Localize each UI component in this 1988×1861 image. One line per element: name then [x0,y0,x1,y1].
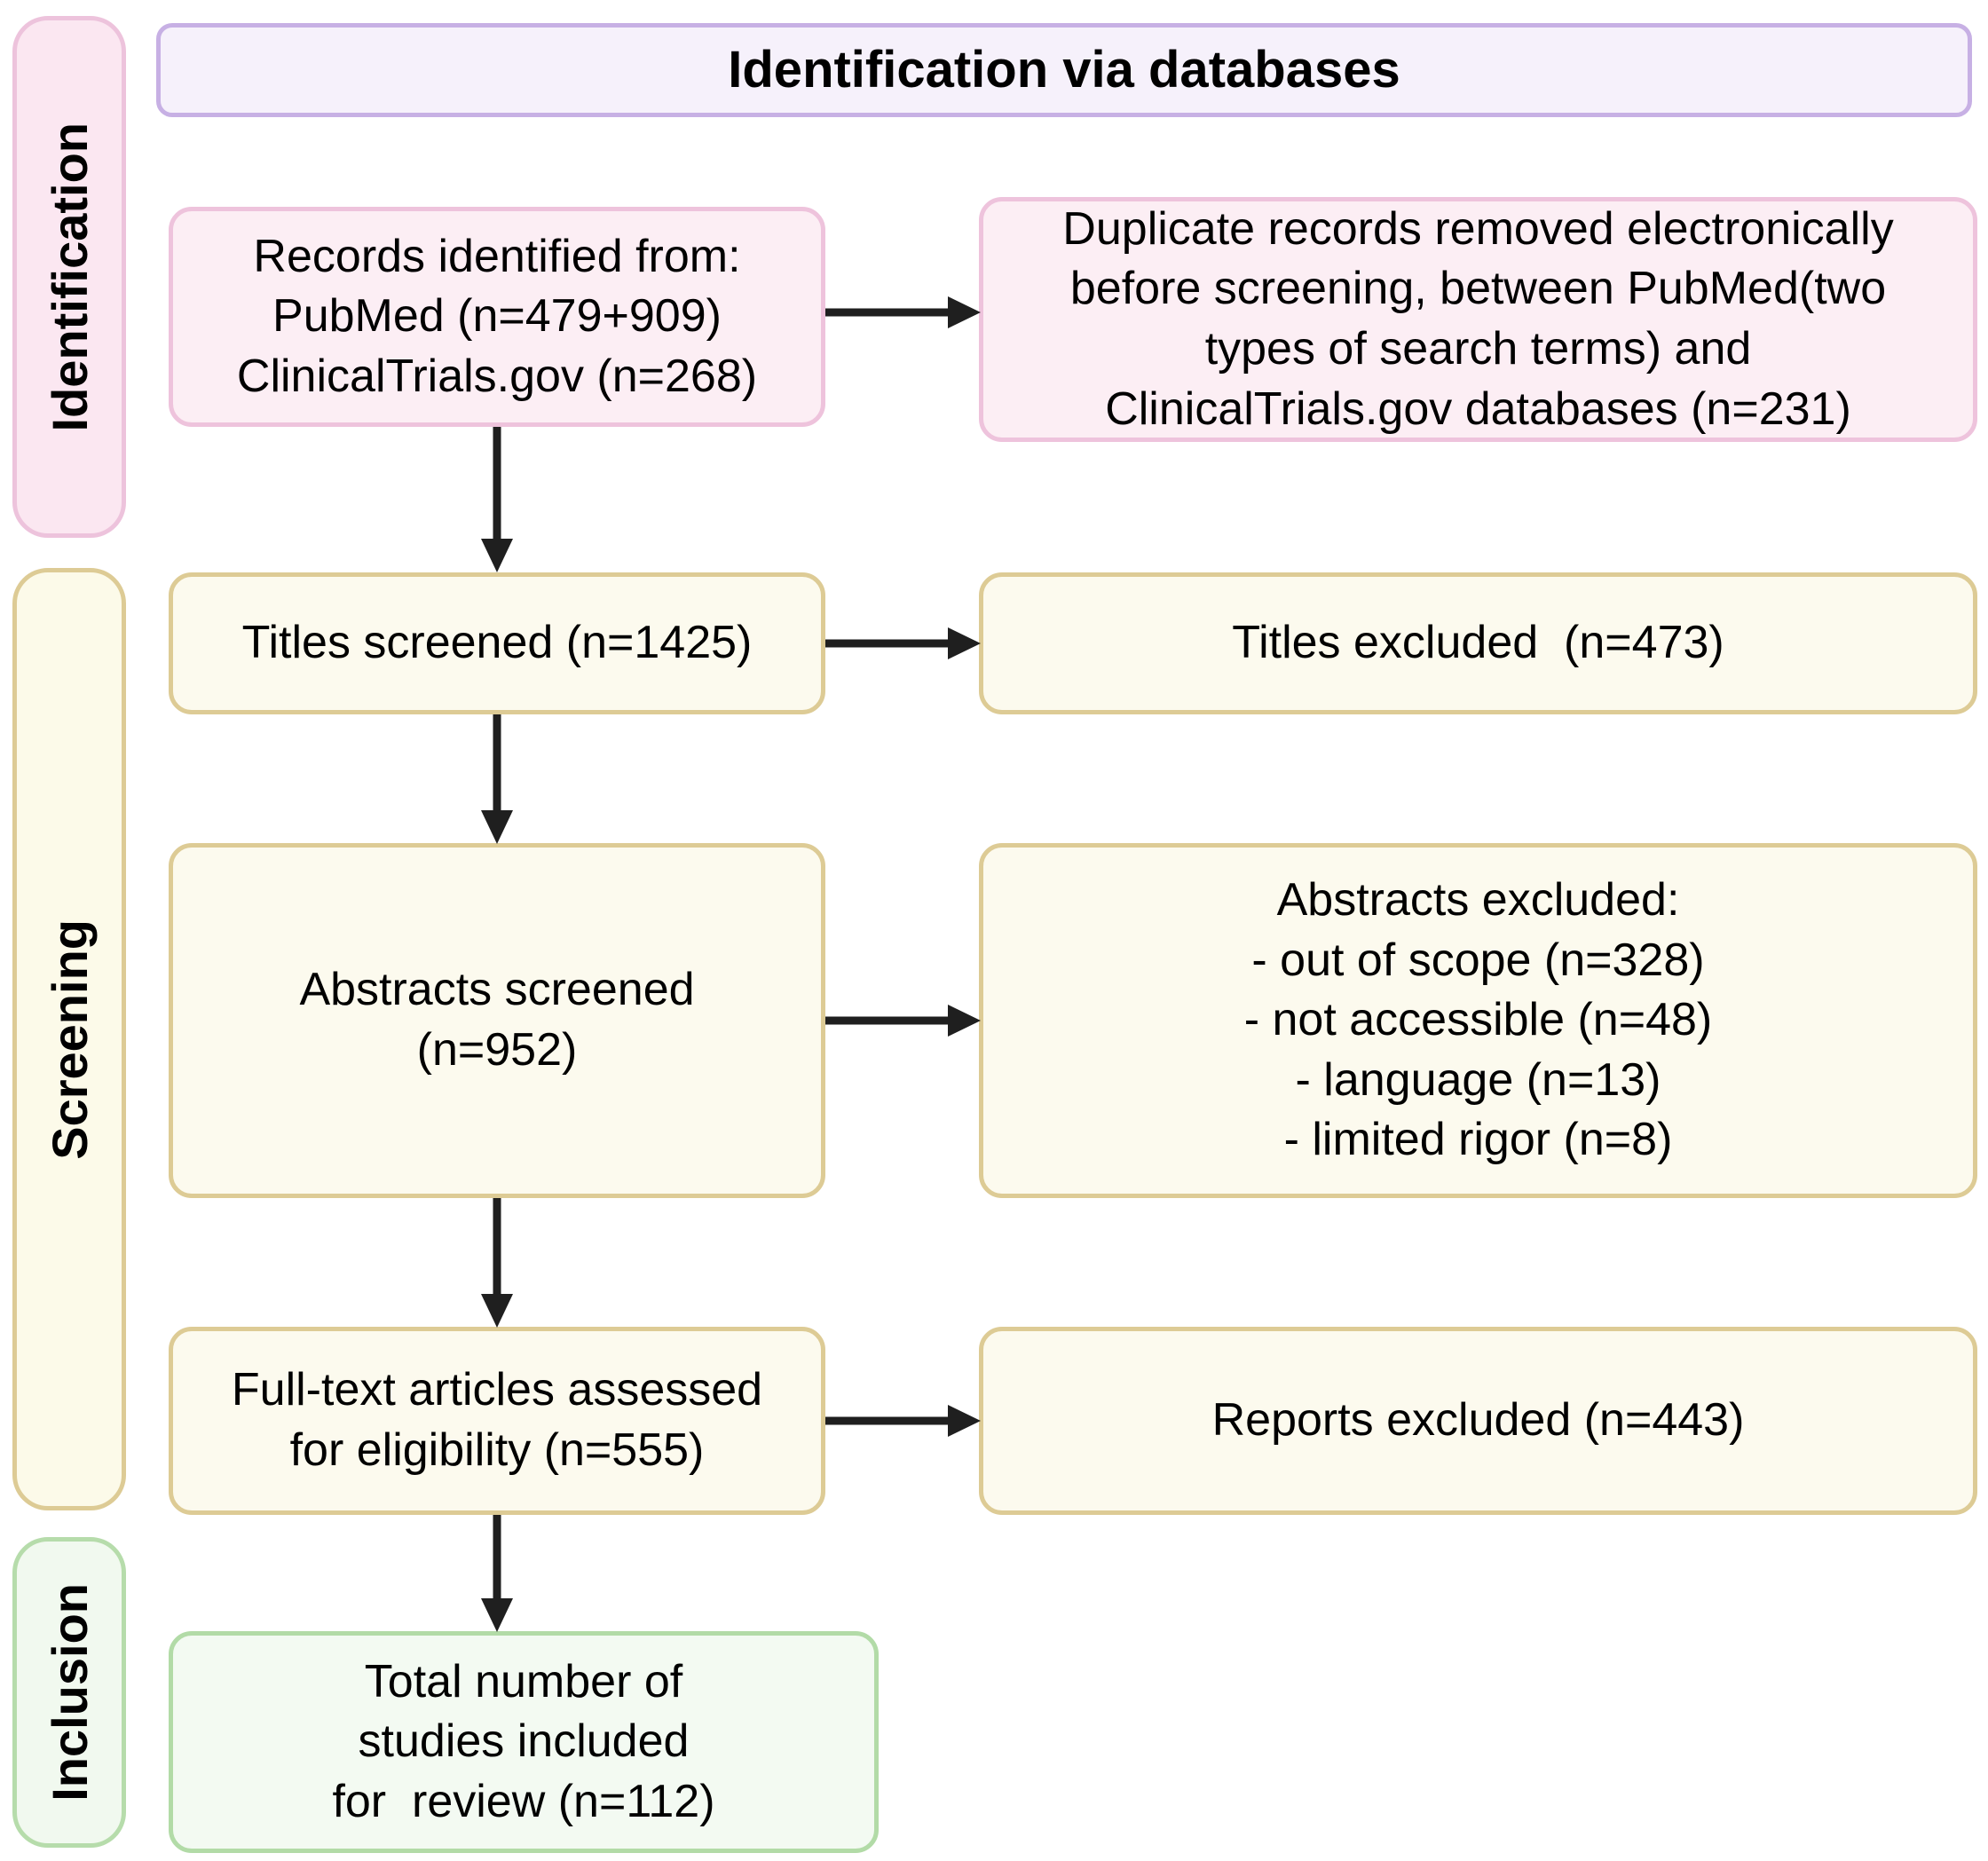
stage-label-screening-text: Screening [41,919,98,1160]
abstracts-excluded-line-4: - language (n=13) [1295,1053,1661,1106]
records-identified-line-2: PubMed (n=479+909) [272,290,722,343]
stage-label-inclusion-text: Inclusion [41,1583,98,1802]
duplicates-removed-line-4: ClinicalTrials.gov databases (n=231) [1105,382,1851,435]
box-studies-included: Total number of studies included for rev… [169,1631,879,1853]
fulltext-assessed-line-2: for eligibility (n=555) [289,1424,705,1476]
duplicates-removed-line-1: Duplicate records removed electronically [1062,202,1894,255]
box-abstracts-excluded: Abstracts excluded: - out of scope (n=32… [979,843,1977,1198]
box-records-identified: Records identified from: PubMed (n=479+9… [169,207,825,427]
connector-fulltext-to-reports-excluded [825,1401,985,1440]
abstracts-screened-line-2: (n=952) [416,1024,578,1076]
connector-records-to-duplicates [825,293,985,332]
stage-label-inclusion: Inclusion [12,1537,126,1848]
abstracts-excluded-line-2: - out of scope (n=328) [1251,934,1705,986]
titles-excluded-text: Titles excluded (n=473) [1232,617,1724,669]
box-fulltext-assessed: Full-text articles assessed for eligibil… [169,1327,825,1515]
connector-records-to-titles [477,427,517,576]
studies-included-line-2: studies included [358,1715,690,1768]
connector-titles-to-titles-excluded [825,624,985,663]
box-titles-screened: Titles screened (n=1425) [169,572,825,714]
studies-included-line-3: for review (n=112) [332,1775,715,1827]
stage-label-screening: Screening [12,568,126,1510]
box-reports-excluded: Reports excluded (n=443) [979,1327,1977,1515]
connector-fulltext-to-included [477,1515,517,1636]
fulltext-assessed-line-1: Full-text articles assessed [231,1364,763,1416]
header-identification-via-databases: Identification via databases [156,23,1972,117]
connector-titles-to-abstracts [477,714,517,848]
duplicates-removed-line-3: types of search terms) and [1204,323,1752,375]
header-title: Identification via databases [728,41,1400,99]
abstracts-screened-line-1: Abstracts screened [299,964,695,1016]
connector-abstracts-to-fulltext [477,1198,517,1331]
abstracts-excluded-line-1: Abstracts excluded: [1276,874,1680,927]
abstracts-excluded-line-3: - not accessible (n=48) [1243,994,1713,1046]
box-abstracts-screened: Abstracts screened (n=952) [169,843,825,1198]
connector-abstracts-to-abstracts-excluded [825,1001,985,1040]
box-duplicate-records-removed: Duplicate records removed electronically… [979,197,1977,442]
stage-label-identification-text: Identification [41,122,98,432]
studies-included-line-1: Total number of [364,1655,683,1707]
duplicates-removed-line-2: before screening, between PubMed(two [1069,263,1887,315]
reports-excluded-text: Reports excluded (n=443) [1211,1394,1745,1447]
titles-screened-text: Titles screened (n=1425) [241,617,753,669]
records-identified-line-1: Records identified from: [253,230,741,282]
stage-label-identification: Identification [12,16,126,538]
records-identified-line-3: ClinicalTrials.gov (n=268) [236,350,758,402]
abstracts-excluded-line-5: - limited rigor (n=8) [1283,1114,1673,1166]
box-titles-excluded: Titles excluded (n=473) [979,572,1977,714]
